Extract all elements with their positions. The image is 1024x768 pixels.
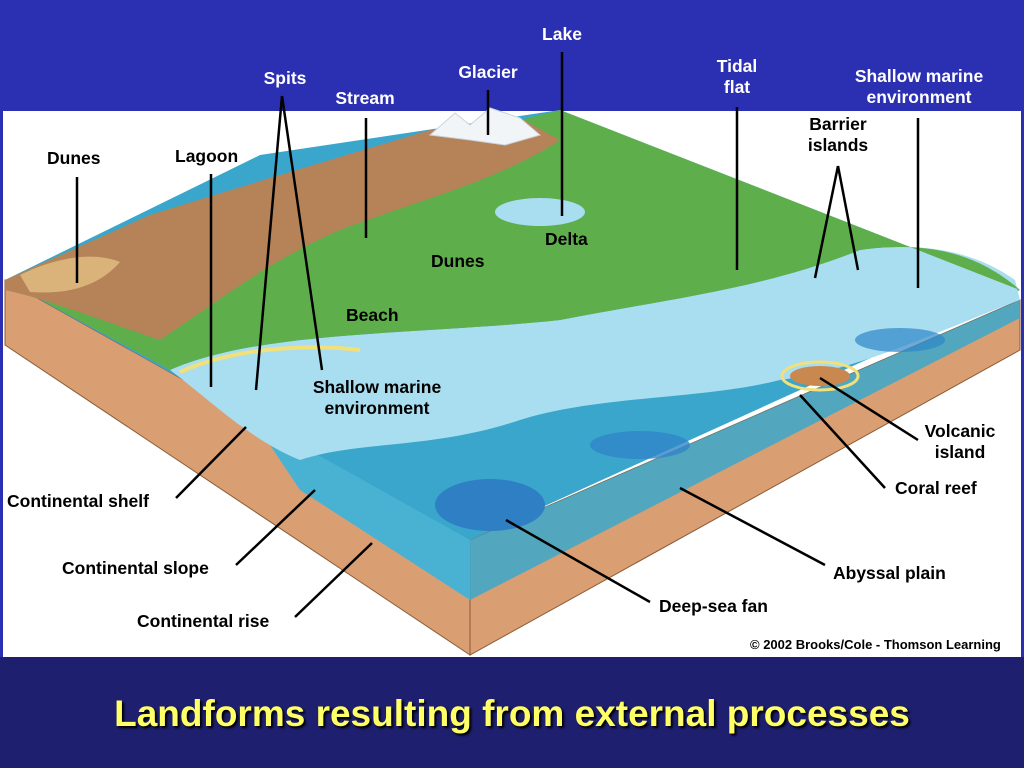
label-dunes-mid: Dunes (431, 251, 485, 271)
label-lake: Lake (542, 24, 582, 44)
slide-title: Landforms resulting from external proces… (114, 693, 910, 734)
label-stream: Stream (335, 88, 395, 108)
abyssal-patch-2 (855, 328, 945, 352)
label-shallow-marine-top: Shallow marine environment (854, 66, 984, 107)
dune-field (20, 256, 120, 293)
land-surface (5, 110, 1020, 370)
volcanic-island-shape (790, 366, 850, 386)
label-shallow-marine-mid: Shallow marine environment (312, 377, 442, 418)
deep-fan-shape (435, 479, 545, 531)
label-glacier: Glacier (458, 62, 518, 82)
snow-peak (428, 107, 542, 146)
label-beach: Beach (346, 305, 399, 325)
title-band (0, 657, 1024, 768)
shallow-water (170, 246, 1020, 460)
leader-lines (75, 52, 920, 618)
label-barrier-islands: Barrier islands (807, 114, 869, 155)
label-tidal-flat: Tidal flat (716, 56, 758, 97)
label-volcanic-island: Volcanic island (924, 421, 996, 462)
beach-strip (179, 345, 361, 374)
label-continental-rise: Continental rise (137, 611, 270, 631)
label-deep-sea-fan: Deep-sea fan (659, 596, 768, 616)
coral-reef-ring (780, 360, 860, 392)
label-continental-shelf: Continental shelf (7, 491, 149, 511)
label-abyssal-plain: Abyssal plain (833, 563, 946, 583)
label-continental-slope: Continental slope (62, 558, 209, 578)
label-lagoon: Lagoon (175, 146, 239, 166)
mountain-belt (5, 118, 560, 340)
label-dunes-left: Dunes (47, 148, 101, 168)
label-delta: Delta (545, 229, 588, 249)
copyright-notice: © 2002 Brooks/Cole - Thomson Learning (750, 637, 1001, 652)
lake-shape (495, 198, 585, 226)
front-water-right (470, 300, 1020, 600)
label-spits: Spits (263, 68, 307, 88)
label-coral-reef: Coral reef (895, 478, 977, 498)
abyssal-patch (590, 431, 690, 459)
